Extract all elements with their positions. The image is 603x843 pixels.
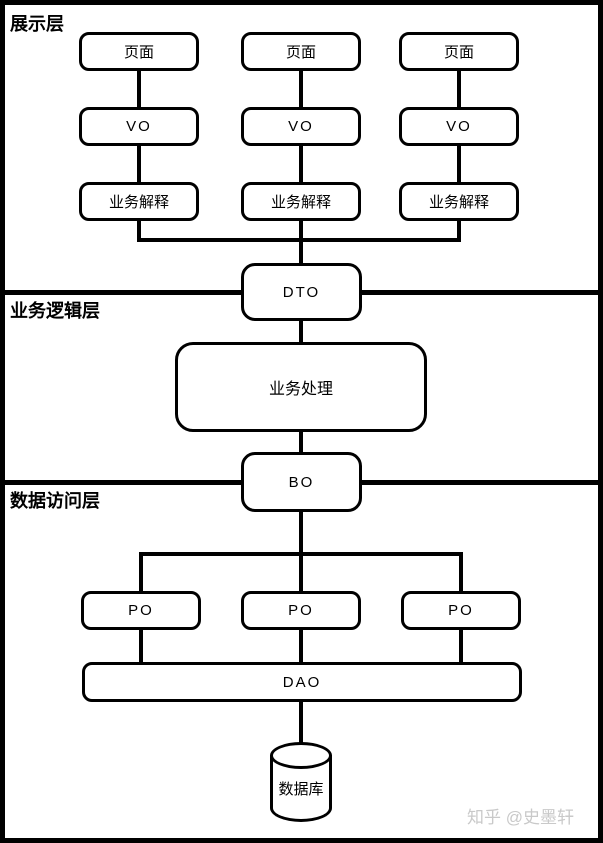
connector-line: [457, 71, 461, 107]
connector-line: [137, 146, 141, 182]
database-cylinder: 数据库: [270, 742, 332, 822]
node-page-3: 页面: [399, 32, 519, 71]
node-vo-3: VO: [399, 107, 519, 146]
node-po-1: PO: [81, 591, 201, 630]
node-database-label: 数据库: [278, 781, 324, 798]
node-dto: DTO: [241, 263, 362, 321]
node-bo: BO: [241, 452, 362, 512]
node-business-interpret-2: 业务解释: [241, 182, 361, 221]
connector-line: [299, 146, 303, 182]
database-cylinder-top: [270, 742, 332, 769]
node-business-processing: 业务处理: [175, 342, 427, 432]
connector-line: [299, 221, 303, 242]
node-page-1: 页面: [79, 32, 199, 71]
connector-line: [459, 630, 463, 662]
connector-line: [457, 146, 461, 182]
node-business-interpret-1: 业务解释: [79, 182, 199, 221]
connector-line: [139, 552, 143, 591]
node-po-3: PO: [401, 591, 521, 630]
node-po-2: PO: [241, 591, 361, 630]
connector-line: [299, 512, 303, 591]
layer-label-business-logic: 业务逻辑层: [10, 301, 100, 321]
layer-label-presentation: 展示层: [10, 14, 64, 34]
node-vo-2: VO: [241, 107, 361, 146]
connector-line: [137, 238, 461, 242]
connector-line: [459, 552, 463, 591]
connector-line: [299, 630, 303, 662]
connector-line: [137, 221, 141, 242]
connector-line: [299, 242, 303, 263]
layer-label-data-access: 数据访问层: [10, 491, 100, 511]
connector-line: [299, 432, 303, 452]
connector-line: [457, 221, 461, 242]
node-vo-1: VO: [79, 107, 199, 146]
connector-line: [299, 71, 303, 107]
node-business-interpret-3: 业务解释: [399, 182, 519, 221]
watermark-text: 知乎 @史墨轩: [467, 808, 574, 827]
connector-line: [139, 630, 143, 662]
connector-line: [299, 702, 303, 746]
node-page-2: 页面: [241, 32, 361, 71]
connector-line: [299, 321, 303, 342]
node-dao: DAO: [82, 662, 522, 702]
connector-line: [137, 71, 141, 107]
connector-line: [139, 552, 463, 556]
